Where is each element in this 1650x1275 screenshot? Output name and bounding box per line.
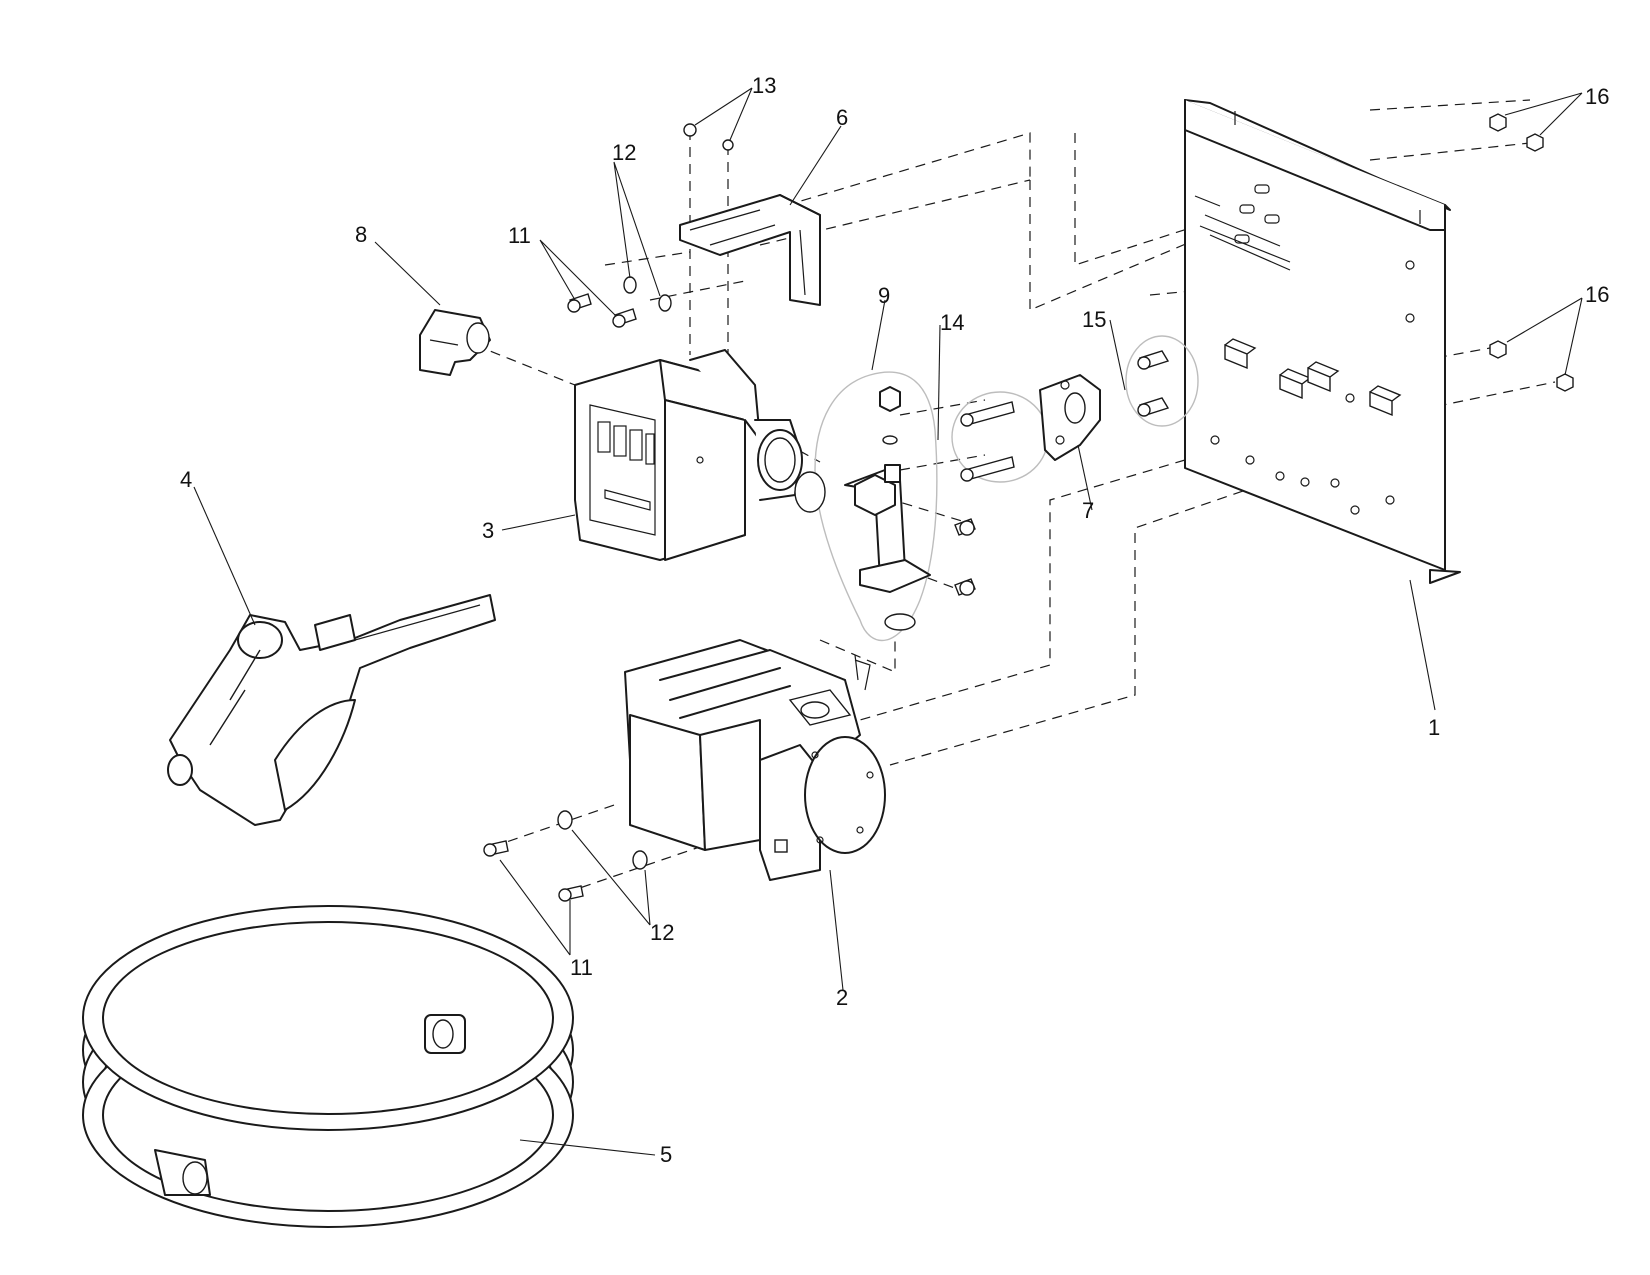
bolts-washers-upper <box>567 276 672 328</box>
callout-1: 1 <box>1428 715 1440 740</box>
callout-11-lower: 11 <box>570 955 593 980</box>
screws-13 <box>683 123 734 151</box>
callout-12-lower: 12 <box>650 920 674 945</box>
callout-3: 3 <box>482 518 494 543</box>
leader-lines <box>193 87 1583 1156</box>
nuts-16 <box>1489 113 1574 392</box>
bolts-14 <box>951 391 1049 483</box>
callout-16-lower: 16 <box>1585 282 1609 307</box>
callout-16-upper: 16 <box>1585 84 1609 109</box>
callout-8: 8 <box>355 222 367 247</box>
elbow-fitting-8 <box>419 309 491 376</box>
callout-labels: 1 2 3 4 5 6 7 8 9 11 11 12 12 13 14 15 1… <box>180 73 1609 1167</box>
callout-6: 6 <box>836 105 848 130</box>
callout-11-upper: 11 <box>508 223 531 248</box>
pump-2 <box>624 639 886 881</box>
spacers-15 <box>1125 335 1199 427</box>
callout-4: 4 <box>180 467 192 492</box>
callout-7: 7 <box>1082 498 1094 523</box>
callout-14: 14 <box>940 310 964 335</box>
bracket-6 <box>679 194 821 306</box>
bolts-washers-lower <box>483 810 648 902</box>
nozzle-4 <box>167 594 496 826</box>
callout-9: 9 <box>878 283 890 308</box>
flow-meter-3 <box>574 349 803 561</box>
callout-2: 2 <box>836 985 848 1010</box>
callout-15: 15 <box>1082 307 1106 332</box>
manifold-9 <box>794 371 976 642</box>
mounting-plate <box>1184 99 1461 584</box>
clamp-7 <box>1039 374 1101 461</box>
hose-5 <box>82 905 574 1228</box>
callout-5: 5 <box>660 1142 672 1167</box>
callout-12-upper: 12 <box>612 140 636 165</box>
callout-13: 13 <box>752 73 776 98</box>
